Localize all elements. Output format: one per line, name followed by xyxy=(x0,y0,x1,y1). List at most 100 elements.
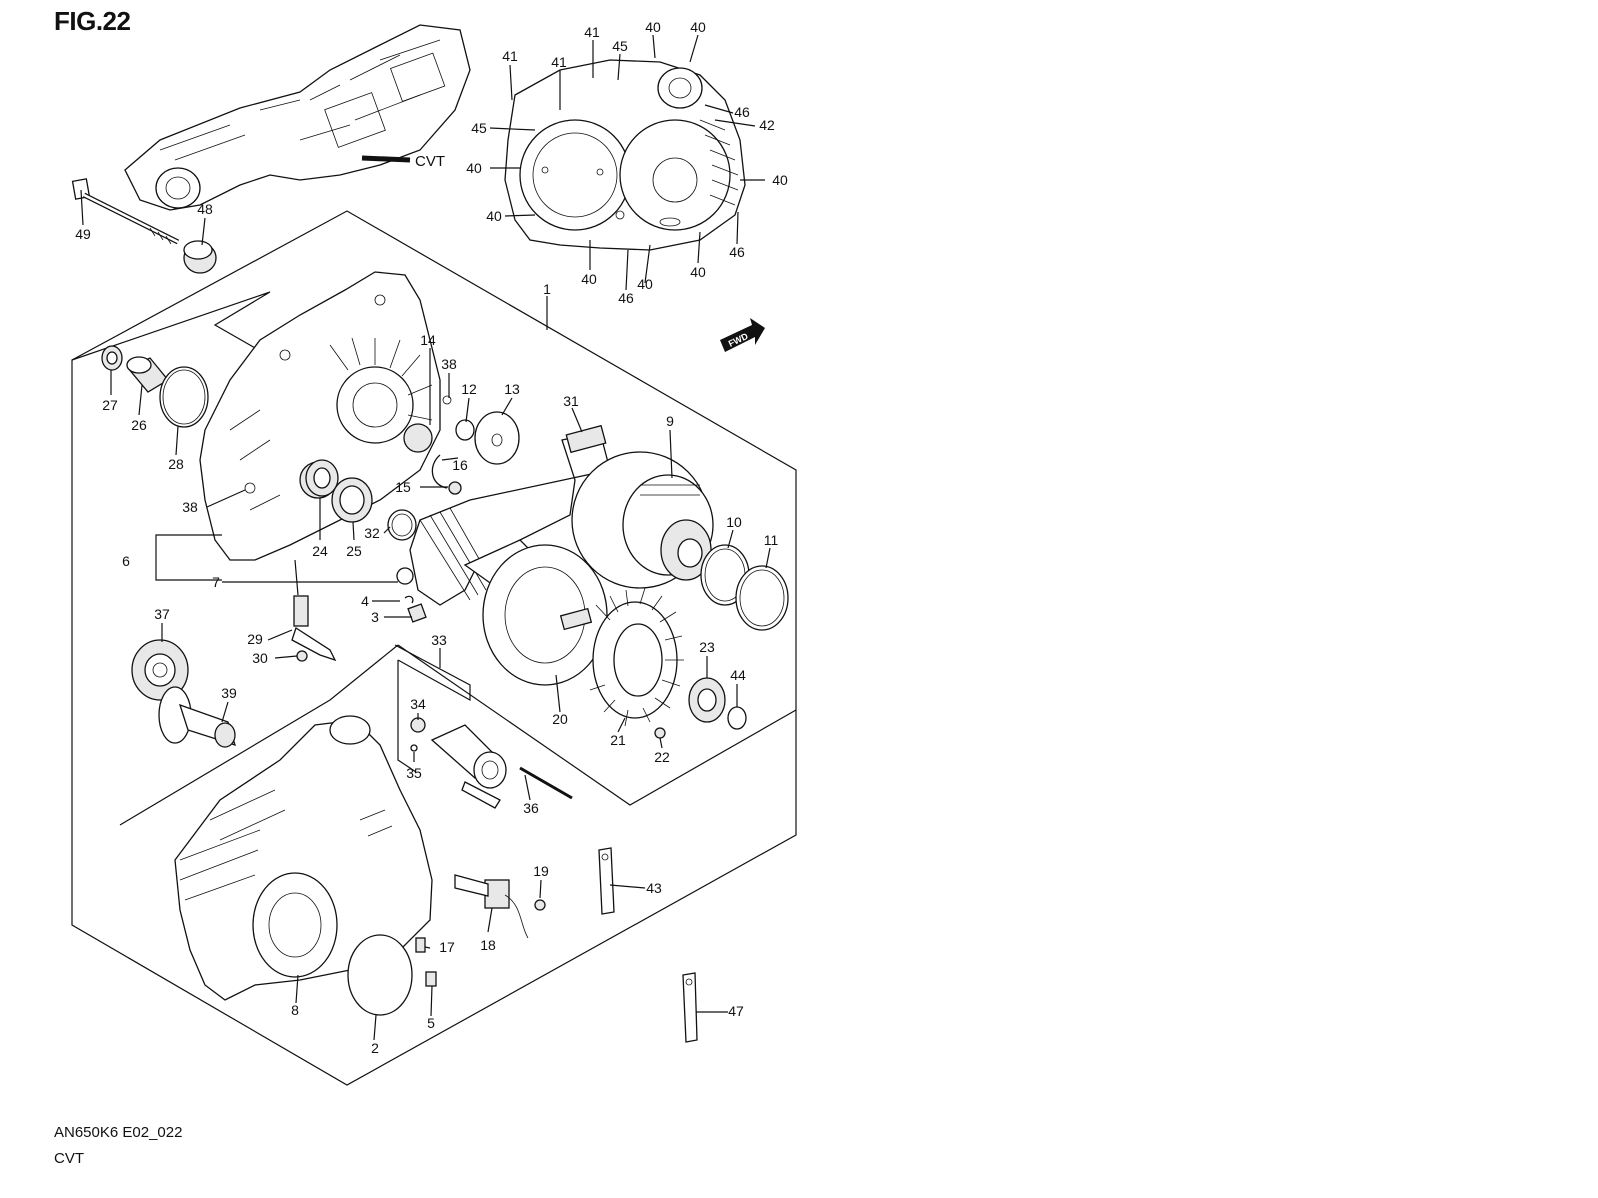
tool-43 xyxy=(598,847,615,915)
callout-9: 9 xyxy=(666,413,674,429)
callout-25: 25 xyxy=(346,543,362,559)
model-code: AN650K6 E02_022 xyxy=(54,1124,183,1141)
section-name: CVT xyxy=(54,1150,84,1167)
o-ring-28 xyxy=(159,366,209,428)
callout-32: 32 xyxy=(364,525,380,541)
bearing-23 xyxy=(688,677,726,723)
callout-40-d: 40 xyxy=(486,208,502,224)
circlip-44 xyxy=(727,706,747,730)
callout-46-b: 46 xyxy=(729,244,745,260)
callout-24: 24 xyxy=(312,543,328,559)
callout-40-b: 40 xyxy=(690,19,706,35)
callout-3: 3 xyxy=(371,609,379,625)
callout-30: 30 xyxy=(252,650,268,666)
callout-38-lower: 38 xyxy=(182,499,198,515)
callout-11: 11 xyxy=(764,532,779,548)
callout-26: 26 xyxy=(131,417,147,433)
long-bolt xyxy=(71,178,180,245)
cvt-outer-cover xyxy=(504,59,746,251)
callout-47: 47 xyxy=(728,1003,744,1019)
callout-41-b: 41 xyxy=(551,54,567,70)
callout-46-a: 46 xyxy=(734,104,750,120)
callout-20: 20 xyxy=(552,711,568,727)
callout-5: 5 xyxy=(427,1015,435,1031)
callout-13: 13 xyxy=(504,381,520,397)
callout-labels: 1 2 3 4 5 6 7 8 9 10 11 12 13 14 15 16 1… xyxy=(75,19,788,1056)
drive-belt-31 xyxy=(409,424,611,606)
callout-27: 27 xyxy=(102,397,118,413)
callout-49: 49 xyxy=(75,226,91,242)
cvt-callout: CVT xyxy=(415,153,445,170)
plate-13 xyxy=(474,411,520,465)
gear-37 xyxy=(131,639,189,701)
washer-35 xyxy=(410,744,418,752)
secondary-pulley-9 xyxy=(571,451,714,589)
callout-40-f: 40 xyxy=(637,276,653,292)
speed-sensor-29 xyxy=(291,595,337,662)
callout-16: 16 xyxy=(452,457,468,473)
collar-nut xyxy=(183,240,217,274)
callout-39: 39 xyxy=(221,685,237,701)
callout-19: 19 xyxy=(533,863,549,879)
switch-18 xyxy=(454,874,529,939)
frame-inner-line-low xyxy=(119,644,399,826)
callout-15: 15 xyxy=(395,479,411,495)
screw-19 xyxy=(534,899,546,911)
callout-42: 42 xyxy=(759,117,775,133)
primary-pulley-20 xyxy=(463,539,608,686)
clip-16 xyxy=(431,454,462,495)
figure-title: FIG.22 xyxy=(54,6,131,36)
callout-10: 10 xyxy=(726,514,742,530)
needle-bearing-26 xyxy=(126,356,169,393)
callout-40-e: 40 xyxy=(581,271,597,287)
callout-28: 28 xyxy=(168,456,184,472)
callout-31: 31 xyxy=(563,393,579,409)
shaft-39 xyxy=(158,686,236,748)
callout-18: 18 xyxy=(480,937,496,953)
callout-40-c: 40 xyxy=(466,160,482,176)
callout-41-c: 41 xyxy=(584,24,600,40)
cover-plate-2 xyxy=(347,934,413,1016)
callout-41-a: 41 xyxy=(502,48,518,64)
vehicle-engine-outline xyxy=(124,24,471,211)
assembly-frame xyxy=(71,210,797,1086)
callout-12: 12 xyxy=(461,381,477,397)
oil-seal-25 xyxy=(331,477,373,523)
callout-45-a: 45 xyxy=(612,38,628,54)
callout-23: 23 xyxy=(699,639,715,655)
ring-27 xyxy=(101,345,123,371)
leader-lines xyxy=(80,34,771,1041)
callout-48: 48 xyxy=(197,201,213,217)
screw-30 xyxy=(296,650,308,662)
callout-21: 21 xyxy=(610,732,626,748)
callout-35: 35 xyxy=(406,765,422,781)
callout-22: 22 xyxy=(654,749,670,765)
fwd-arrow-badge: FWD xyxy=(720,318,765,352)
callout-33: 33 xyxy=(431,632,447,648)
cooling-fan-21 xyxy=(589,587,684,727)
callout-2: 2 xyxy=(371,1040,379,1056)
callout-17: 17 xyxy=(439,939,455,955)
bearing-24 xyxy=(305,459,339,497)
starter-motor xyxy=(430,724,507,809)
callout-37: 37 xyxy=(154,606,170,622)
callout-6: 6 xyxy=(122,553,130,569)
washer-12 xyxy=(455,419,475,441)
callout-7: 7 xyxy=(212,574,220,590)
callout-1: 1 xyxy=(543,281,551,297)
tool-47 xyxy=(682,972,698,1043)
callout-40-h: 40 xyxy=(772,172,788,188)
callout-46-c: 46 xyxy=(618,290,634,306)
plug-3-4 xyxy=(396,567,427,623)
bracket-outline-33 xyxy=(394,644,471,773)
o-ring-32 xyxy=(387,509,417,541)
callout-8: 8 xyxy=(291,1002,299,1018)
callout-14: 14 xyxy=(420,332,436,348)
callout-43: 43 xyxy=(646,880,662,896)
callout-4: 4 xyxy=(361,593,369,609)
bolt-22 xyxy=(654,727,666,739)
bolt-17 xyxy=(415,937,426,953)
callout-45-b: 45 xyxy=(471,120,487,136)
frame-inner-line-mid xyxy=(397,644,797,806)
